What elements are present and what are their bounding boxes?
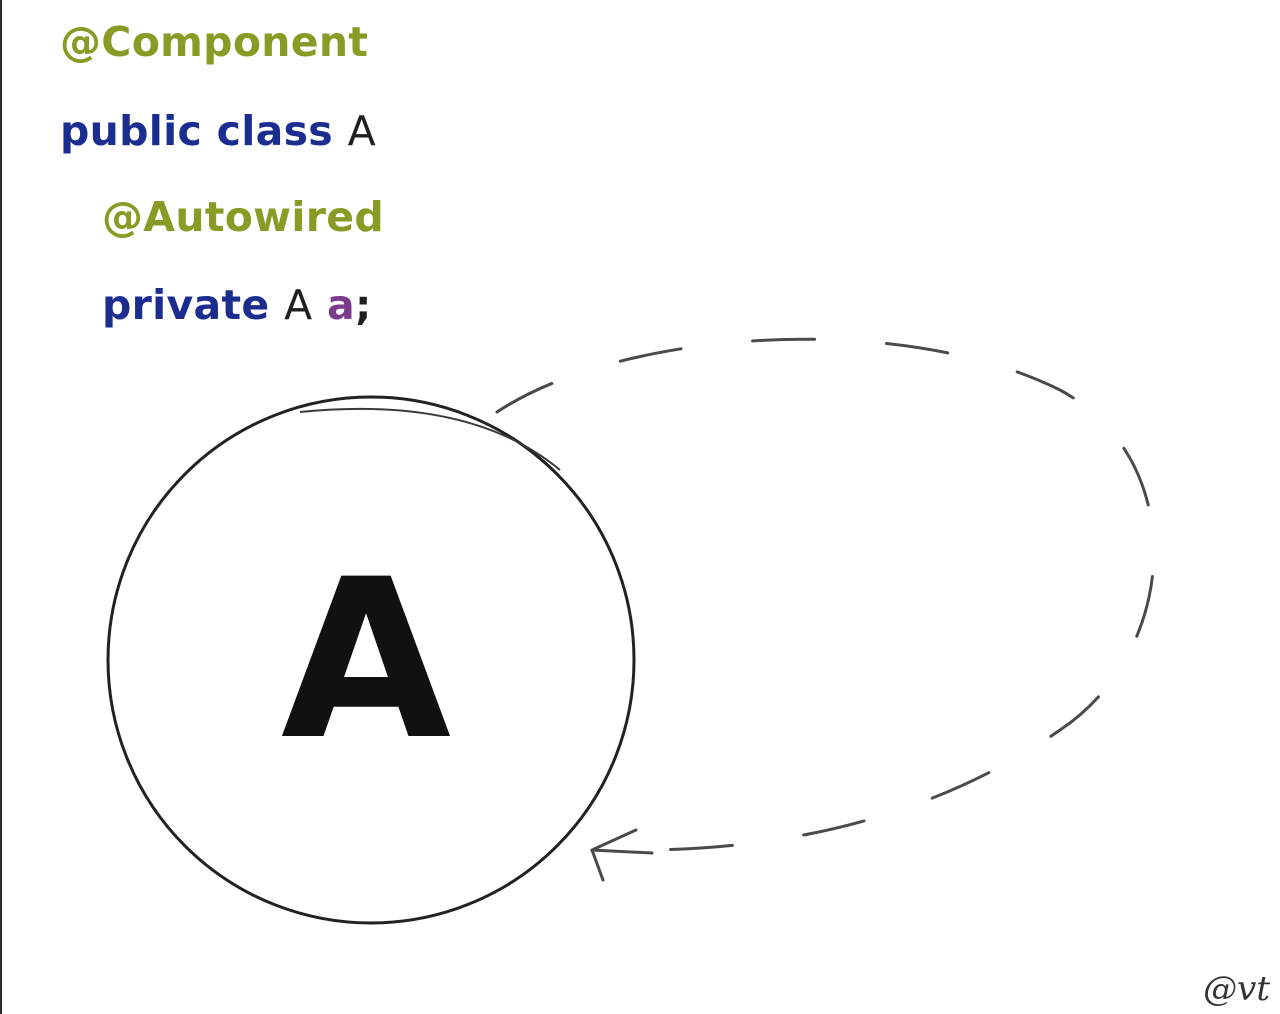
code-line-class-declaration: public class A bbox=[60, 111, 376, 152]
autowired-annotation: @Autowired bbox=[102, 193, 384, 241]
code-line-field-declaration: private A a; bbox=[102, 285, 372, 326]
semicolon: ; bbox=[355, 281, 372, 329]
node-a-circle-sketch-stroke bbox=[299, 407, 561, 471]
class-keyword: public class bbox=[60, 107, 334, 155]
loop-arrowhead-lower bbox=[590, 848, 605, 882]
field-type: A bbox=[284, 281, 313, 329]
node-a-circle bbox=[106, 395, 636, 925]
code-line-autowired-annotation: @Autowired bbox=[102, 197, 384, 238]
frame-edge bbox=[0, 0, 2, 1014]
loop-arrowhead-upper bbox=[590, 828, 654, 855]
component-annotation: @Component bbox=[60, 18, 369, 66]
private-keyword: private bbox=[102, 281, 270, 329]
field-name: a bbox=[327, 281, 356, 329]
class-name: A bbox=[347, 107, 376, 155]
code-line-component-annotation: @Component bbox=[60, 22, 368, 63]
author-credit: @vt bbox=[1203, 969, 1270, 1009]
node-a-label: A bbox=[281, 532, 451, 788]
self-reference-loop bbox=[495, 337, 1156, 852]
